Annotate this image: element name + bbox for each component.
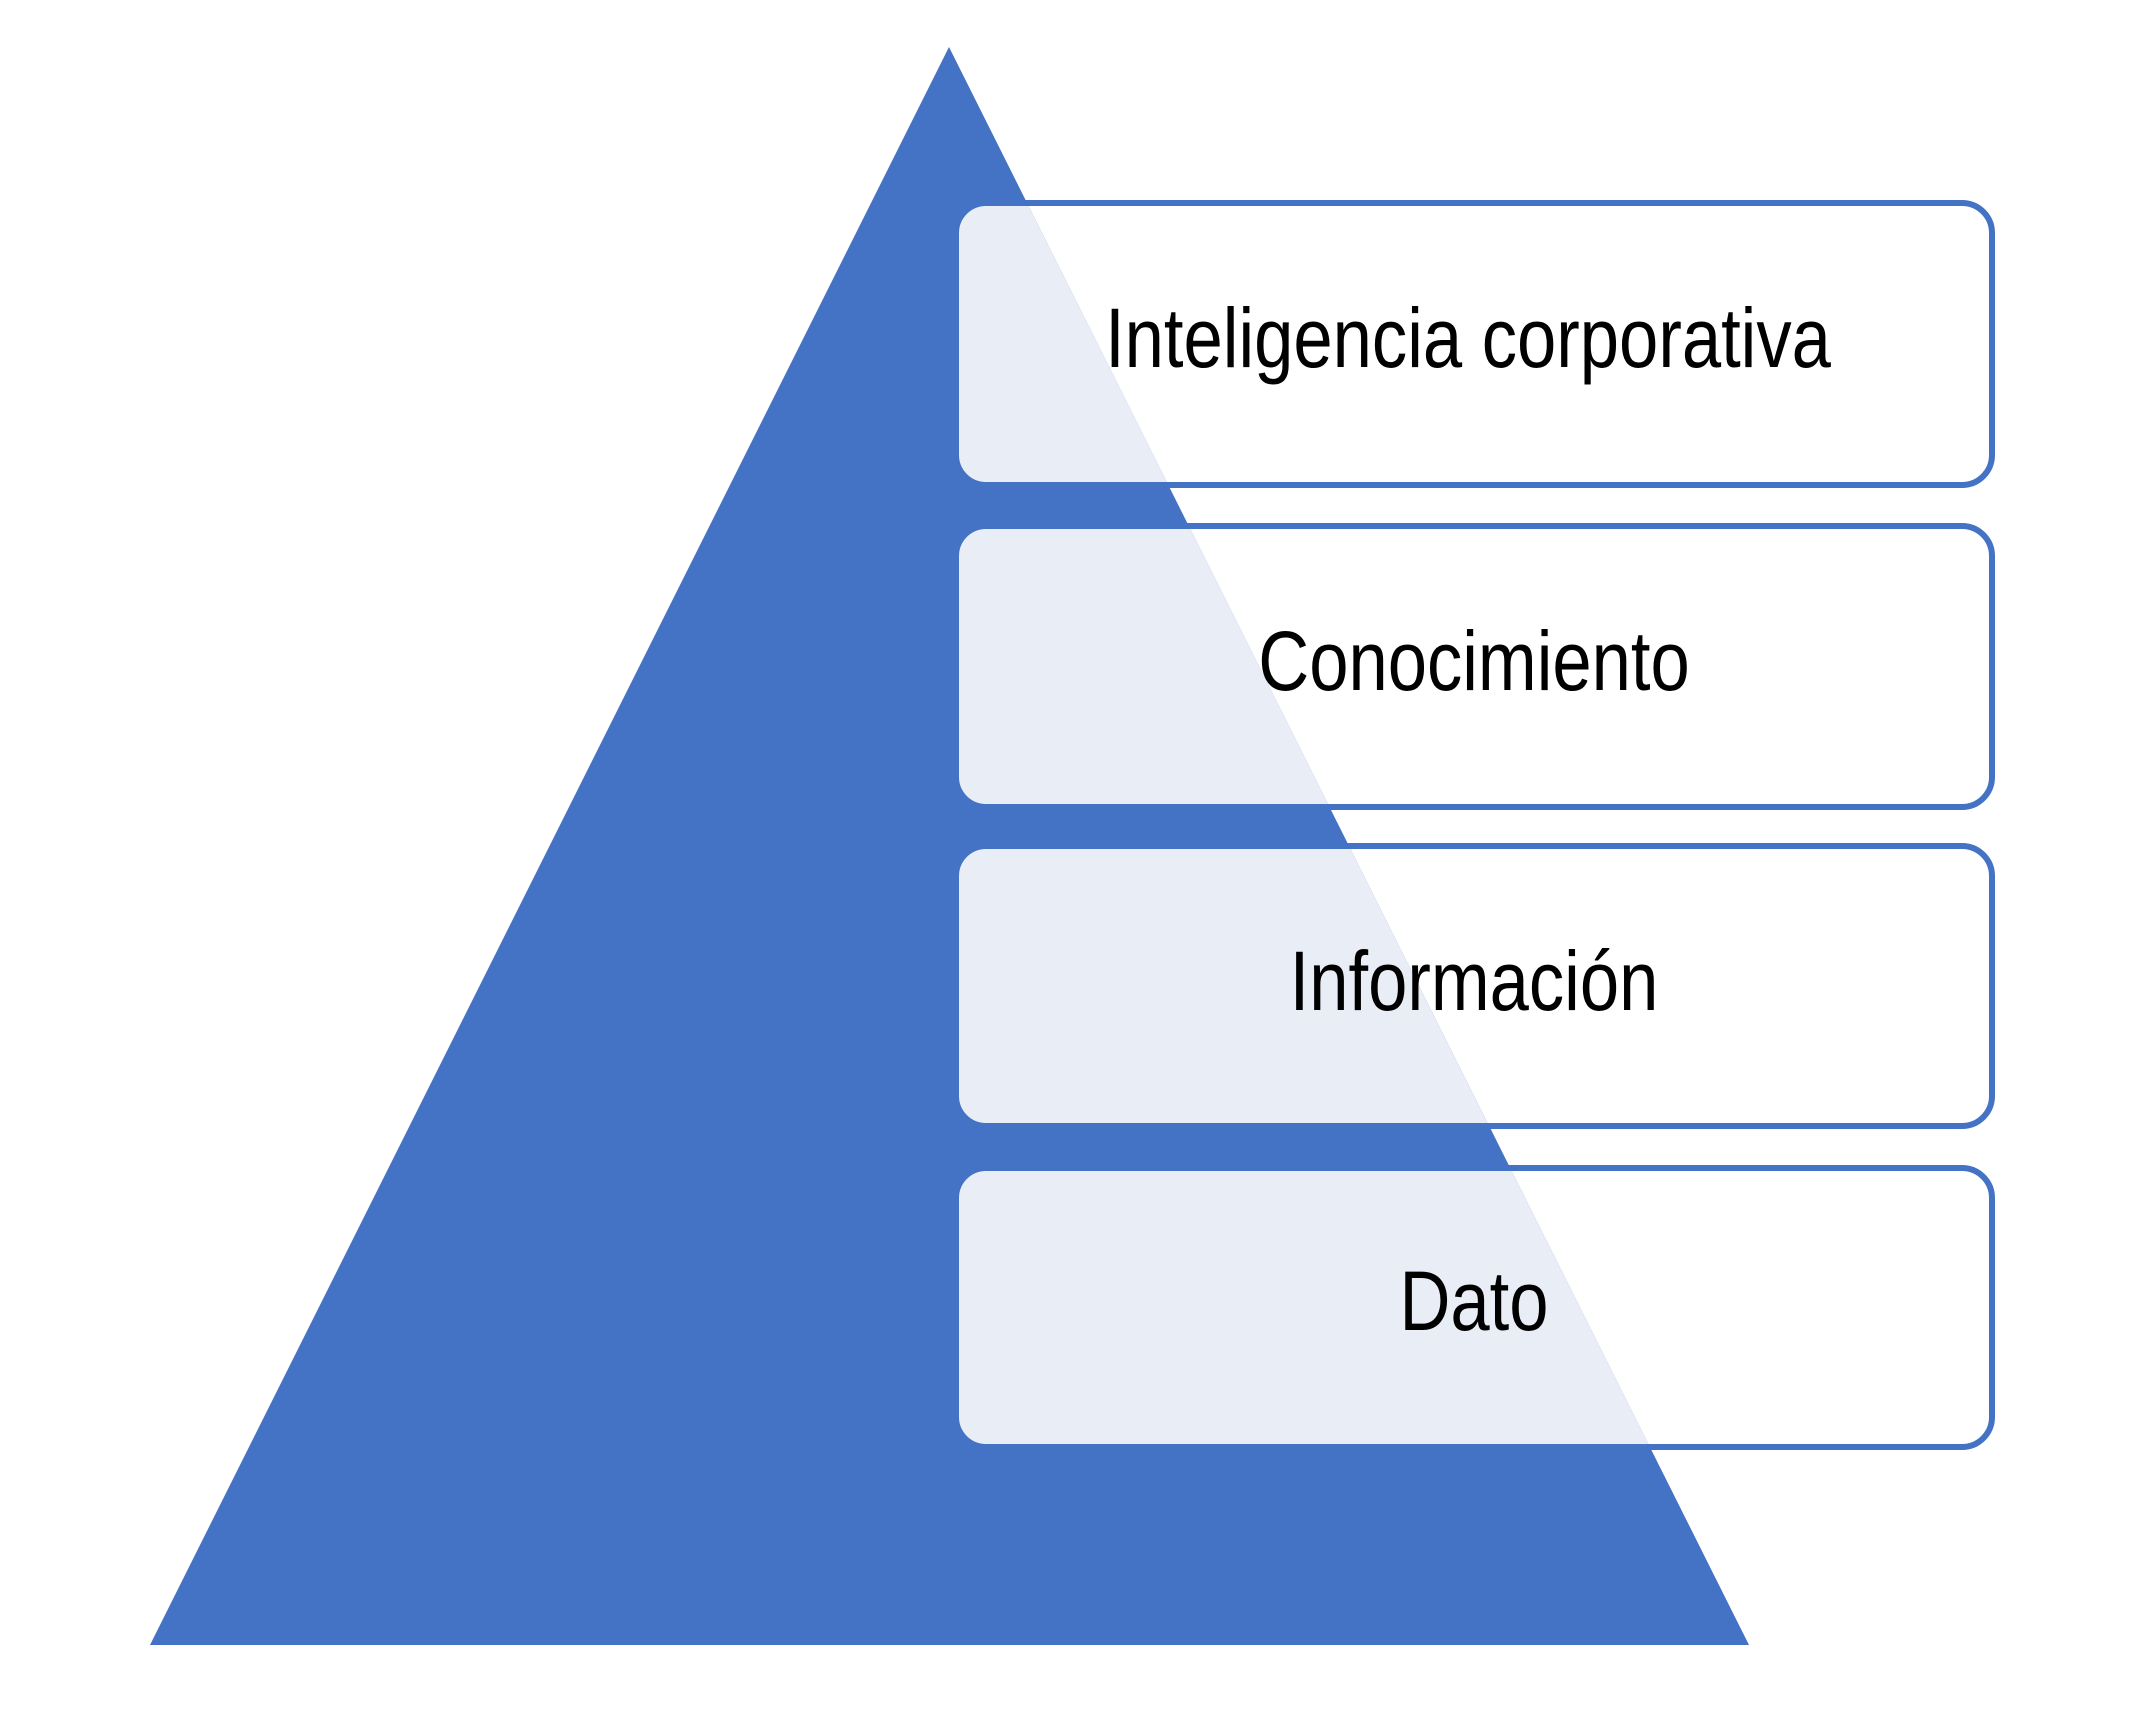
level-1-box-border[interactable] xyxy=(953,200,1995,488)
level-3-label: Información xyxy=(1290,934,1659,1028)
level-1-label: Inteligencia corporativa xyxy=(1105,291,1831,385)
level-2-box-border[interactable] xyxy=(953,523,1995,810)
level-4-label: Dato xyxy=(1399,1254,1548,1348)
level-2-label: Conocimiento xyxy=(1258,614,1689,708)
level-4-box-border[interactable] xyxy=(953,1165,1995,1450)
level-3-box-border[interactable] xyxy=(953,843,1995,1129)
